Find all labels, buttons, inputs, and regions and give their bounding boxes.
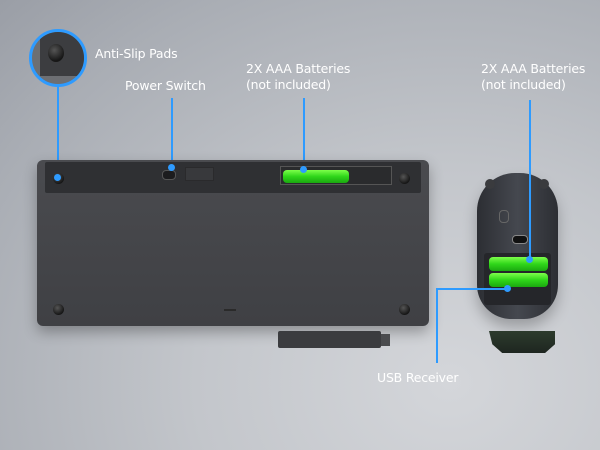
usb-receiver-callout-line-h (436, 288, 506, 290)
keyboard-battery-callout-dot (300, 166, 307, 173)
anti-slip-pads-label: Anti-Slip Pads (95, 46, 178, 61)
mouse-batteries-label: 2X AAA Batteries (not included) (481, 61, 585, 93)
keyboard-batteries-callout-line (303, 98, 305, 168)
mouse-battery-cover (489, 331, 555, 353)
usb-receiver-callout-line-v (436, 288, 438, 363)
mouse-batteries-label-line1: 2X AAA Batteries (481, 61, 586, 76)
keyboard-bottom (37, 160, 429, 326)
power-switch-label: Power Switch (125, 78, 206, 93)
keyboard-slot (185, 167, 214, 181)
usb-receiver-label: USB Receiver (377, 370, 459, 385)
keyboard-battery (283, 170, 349, 183)
mouse-batteries-callout-line (529, 100, 531, 261)
anti-slip-callout-line (57, 86, 59, 177)
power-switch-callout-dot (168, 164, 175, 171)
mouse-batteries-label-line2: (not included) (481, 77, 566, 92)
mouse-battery-callout-dot (526, 256, 533, 263)
usb-receiver-callout-dot (504, 285, 511, 292)
mouse-bottom (477, 173, 558, 319)
mouse-battery-bottom (489, 273, 548, 287)
keyboard-battery-cover (278, 331, 381, 348)
anti-slip-callout-dot (54, 174, 61, 181)
keyboard-batteries-label-line1: 2X AAA Batteries (246, 61, 351, 76)
power-switch-callout-line (171, 98, 173, 166)
anti-slip-pad-zoom (29, 29, 87, 87)
mouse-battery-top (489, 257, 548, 271)
keyboard-batteries-label: 2X AAA Batteries (not included) (246, 61, 350, 93)
power-switch (162, 170, 176, 180)
keyboard-batteries-label-line2: (not included) (246, 77, 331, 92)
